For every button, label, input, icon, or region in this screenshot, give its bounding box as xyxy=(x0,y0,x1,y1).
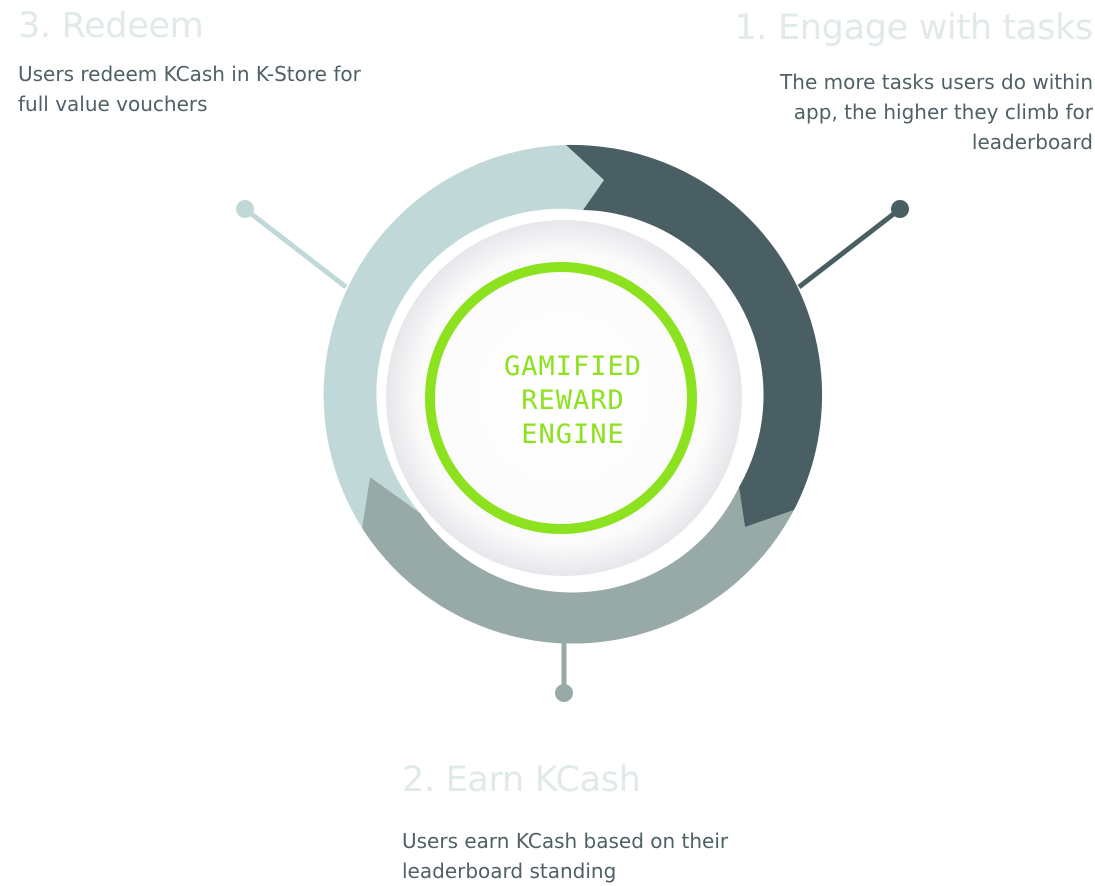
stage-1-connector-line xyxy=(797,207,902,289)
stage-1-arc-segment xyxy=(566,144,823,527)
center-label-line-1: GAMIFIED xyxy=(504,351,642,382)
stage-1-connector-dot xyxy=(891,200,909,218)
stage-2-arc-segment xyxy=(362,477,794,644)
stage-3-connector-dot xyxy=(236,200,254,218)
stage-2-title: 2. Earn KCash xyxy=(402,760,641,800)
stage-1-title: 1. Engage with tasks xyxy=(734,8,1093,48)
stage-1-description: The more tasks users do within app, the … xyxy=(780,70,1093,154)
stage-3-title: 3. Redeem xyxy=(18,6,204,46)
stage-3-connector-line xyxy=(243,207,348,289)
stage-3-description: Users redeem KCash in K-Store for full v… xyxy=(18,62,361,116)
stage-2-description: Users earn KCash based on their leaderbo… xyxy=(402,829,729,883)
center-ring xyxy=(425,262,697,534)
center-label-line-3: ENGINE xyxy=(521,419,625,450)
stage-2-connector-dot xyxy=(555,684,573,702)
center-label-line-2: REWARD xyxy=(521,385,625,416)
stage-3-arc-segment xyxy=(323,145,604,528)
